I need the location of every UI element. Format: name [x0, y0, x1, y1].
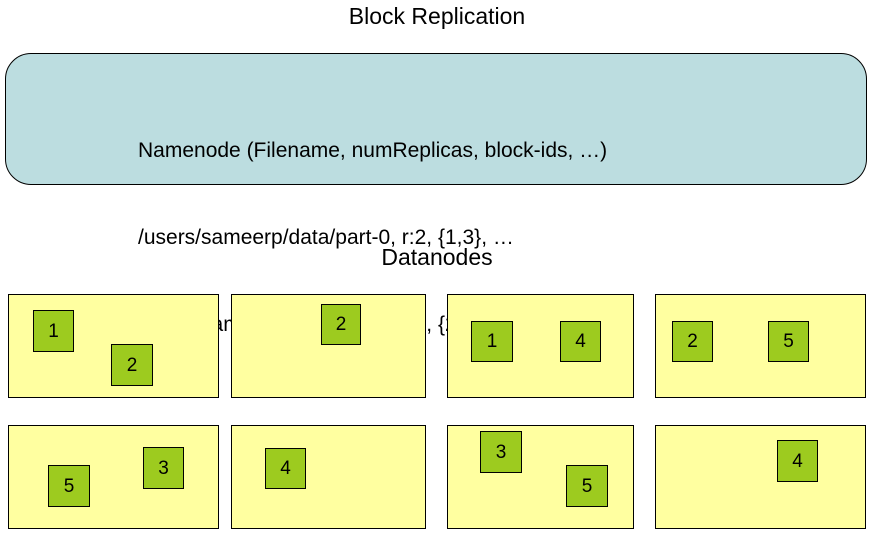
datanodes-section-label: Datanodes: [381, 244, 493, 270]
data-block: 3: [143, 447, 184, 489]
data-block: 2: [111, 344, 153, 386]
datanode-panel: [231, 425, 426, 529]
data-block: 5: [768, 321, 809, 362]
data-block: 4: [777, 440, 818, 482]
data-block: 2: [321, 304, 361, 345]
data-block: 1: [471, 321, 513, 362]
datanode-panel: [655, 425, 866, 529]
data-block: 5: [566, 465, 608, 507]
data-block: 2: [672, 321, 713, 362]
data-block: 1: [33, 310, 74, 352]
datanode-panel: [8, 425, 219, 529]
data-block: 4: [265, 448, 306, 489]
namenode-schema-line: Namenode (Filename, numReplicas, block-i…: [138, 139, 608, 162]
namenode-file-part-0-line: /users/sameerp/data/part-0, r:2, {1,3}, …: [138, 226, 514, 249]
data-block: 5: [48, 465, 90, 507]
data-block: 4: [560, 321, 601, 362]
namenode-box: [5, 53, 867, 185]
data-block: 3: [480, 431, 522, 473]
page-title: Block Replication: [348, 3, 526, 29]
